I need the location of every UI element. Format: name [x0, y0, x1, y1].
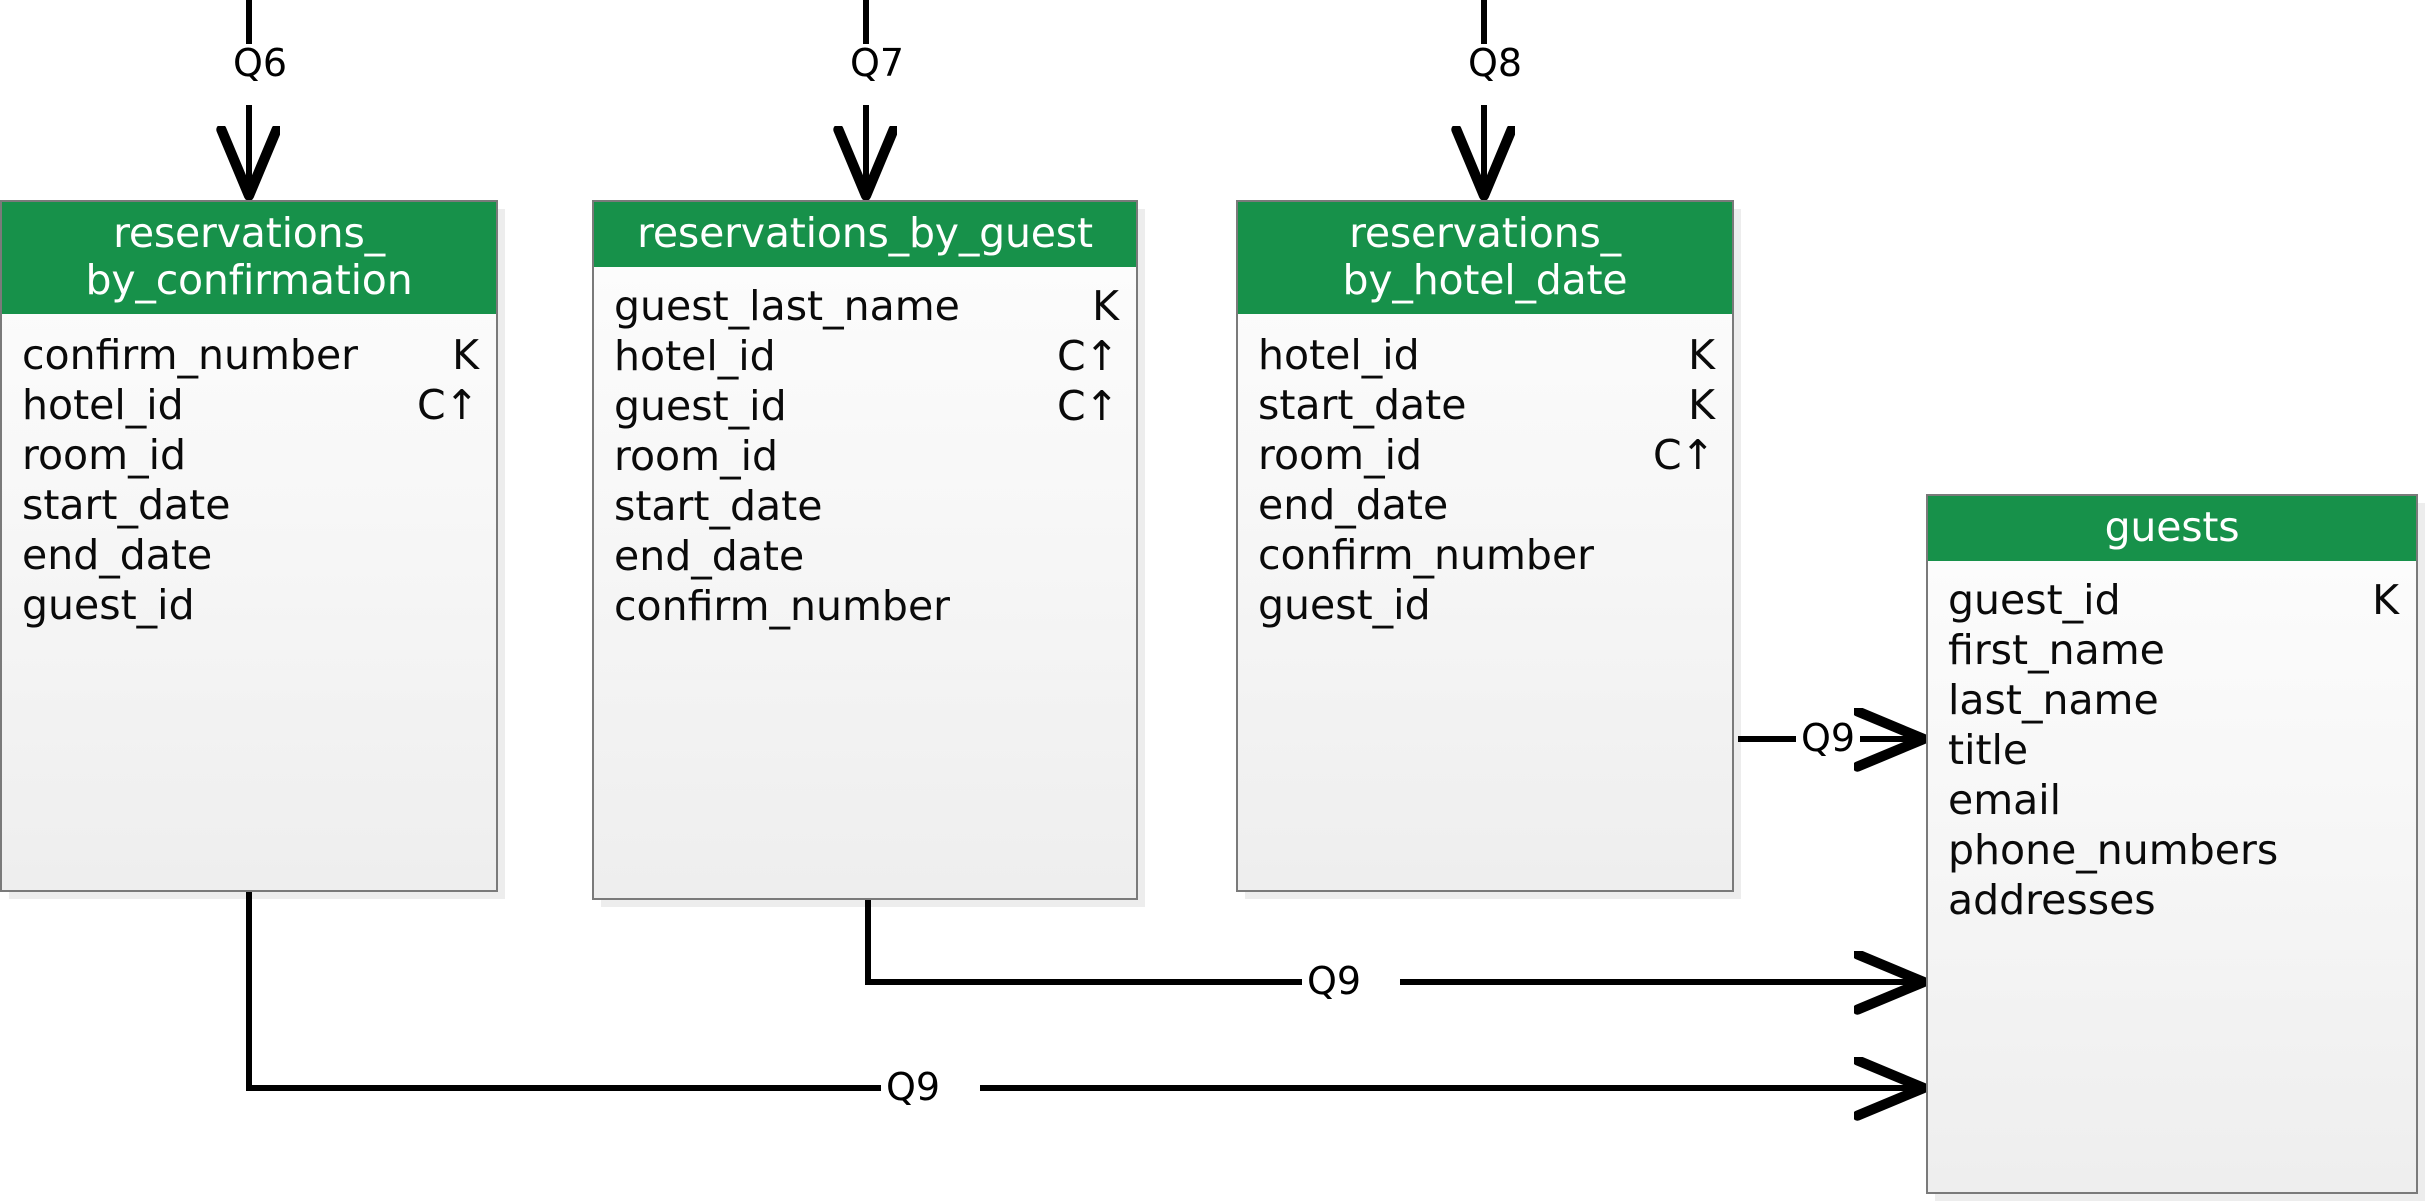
column-name: hotel_id — [1258, 331, 1420, 379]
table-title: reservations_ by_hotel_date — [1238, 202, 1732, 314]
column-name: guest_id — [614, 382, 787, 430]
column-name: confirm_number — [614, 582, 951, 630]
column-name: hotel_id — [614, 332, 776, 380]
table-row[interactable]: phone_numbers — [1948, 825, 2398, 875]
table-row[interactable]: room_id C↑ — [1258, 430, 1715, 480]
table-row[interactable]: room_id — [614, 431, 1118, 481]
edge-label-q9-hotel-date: Q9 — [1796, 719, 1861, 757]
table-row[interactable]: end_date — [614, 531, 1118, 581]
table-columns: guest_last_name K hotel_id C↑ guest_id C… — [594, 267, 1136, 898]
column-key: K — [1688, 381, 1715, 429]
table-row[interactable]: confirm_number K — [22, 330, 479, 380]
column-name: guest_id — [1948, 576, 2121, 624]
table-row[interactable]: start_date K — [1258, 380, 1715, 430]
column-name: email — [1948, 776, 2062, 824]
edge-label-q9-by-guest: Q9 — [1302, 962, 1367, 1000]
column-name: phone_numbers — [1948, 826, 2279, 874]
column-name: start_date — [614, 482, 823, 530]
column-name: addresses — [1948, 876, 2156, 924]
edge-q9-by-confirmation-to-guests — [246, 892, 1920, 1088]
column-name: room_id — [22, 431, 186, 479]
edge-label-q8: Q8 — [1463, 44, 1528, 82]
table-row[interactable]: guest_id C↑ — [614, 381, 1119, 431]
column-key: C↑ — [1057, 332, 1119, 380]
table-row[interactable]: title — [1948, 725, 2398, 775]
edge-label-q9-by-confirmation: Q9 — [881, 1068, 946, 1106]
column-name: guest_id — [22, 581, 195, 629]
column-name: title — [1948, 726, 2029, 774]
column-name: end_date — [614, 532, 805, 580]
column-name: end_date — [1258, 481, 1449, 529]
table-columns: confirm_number K hotel_id C↑ room_id sta… — [2, 314, 496, 890]
table-row[interactable]: room_id — [22, 430, 478, 480]
table-row[interactable]: start_date — [614, 481, 1118, 531]
column-name: confirm_number — [1258, 531, 1595, 579]
table-title: reservations_by_guest — [594, 202, 1136, 267]
column-name: room_id — [1258, 431, 1422, 479]
table-row[interactable]: guest_last_name K — [614, 281, 1119, 331]
column-key: K — [2372, 576, 2399, 624]
table-row[interactable]: guest_id — [1258, 580, 1714, 630]
column-key: K — [1688, 331, 1715, 379]
table-row[interactable]: confirm_number — [614, 581, 1118, 631]
table-row[interactable]: first_name — [1948, 625, 2398, 675]
column-name: end_date — [22, 531, 213, 579]
table-reservations-by-guest[interactable]: reservations_by_guest guest_last_name K … — [592, 200, 1138, 900]
column-key: K — [1092, 282, 1119, 330]
edge-label-q6: Q6 — [228, 44, 293, 82]
table-row[interactable]: guest_id — [22, 580, 478, 630]
table-title: reservations_ by_confirmation — [2, 202, 496, 314]
table-row[interactable]: addresses — [1948, 875, 2398, 925]
column-key: C↑ — [1057, 382, 1119, 430]
table-reservations-by-confirmation[interactable]: reservations_ by_confirmation confirm_nu… — [0, 200, 498, 892]
table-row[interactable]: hotel_id C↑ — [22, 380, 479, 430]
table-row[interactable]: start_date — [22, 480, 478, 530]
column-name: start_date — [1258, 381, 1467, 429]
table-row[interactable]: email — [1948, 775, 2398, 825]
column-name: room_id — [614, 432, 778, 480]
table-row[interactable]: end_date — [1258, 480, 1714, 530]
table-row[interactable]: last_name — [1948, 675, 2398, 725]
column-name: first_name — [1948, 626, 2165, 674]
column-key: K — [452, 331, 479, 379]
column-name: start_date — [22, 481, 231, 529]
table-row[interactable]: end_date — [22, 530, 478, 580]
column-name: hotel_id — [22, 381, 184, 429]
column-key: C↑ — [417, 381, 479, 429]
table-guests[interactable]: guests guest_id K first_name last_name t… — [1926, 494, 2418, 1194]
edge-q9-by-guest-to-guests — [865, 900, 1920, 982]
table-row[interactable]: guest_id K — [1948, 575, 2399, 625]
column-name: guest_id — [1258, 581, 1431, 629]
column-name: confirm_number — [22, 331, 359, 379]
table-reservations-by-hotel-date[interactable]: reservations_ by_hotel_date hotel_id K s… — [1236, 200, 1734, 892]
column-name: last_name — [1948, 676, 2159, 724]
column-name: guest_last_name — [614, 282, 960, 330]
edge-label-q7: Q7 — [845, 44, 910, 82]
table-row[interactable]: hotel_id K — [1258, 330, 1715, 380]
table-row[interactable]: confirm_number — [1258, 530, 1714, 580]
table-columns: hotel_id K start_date K room_id C↑ end_d… — [1238, 314, 1732, 890]
table-title: guests — [1928, 496, 2416, 561]
column-key: C↑ — [1653, 431, 1715, 479]
table-row[interactable]: hotel_id C↑ — [614, 331, 1119, 381]
table-columns: guest_id K first_name last_name title em… — [1928, 561, 2416, 1192]
